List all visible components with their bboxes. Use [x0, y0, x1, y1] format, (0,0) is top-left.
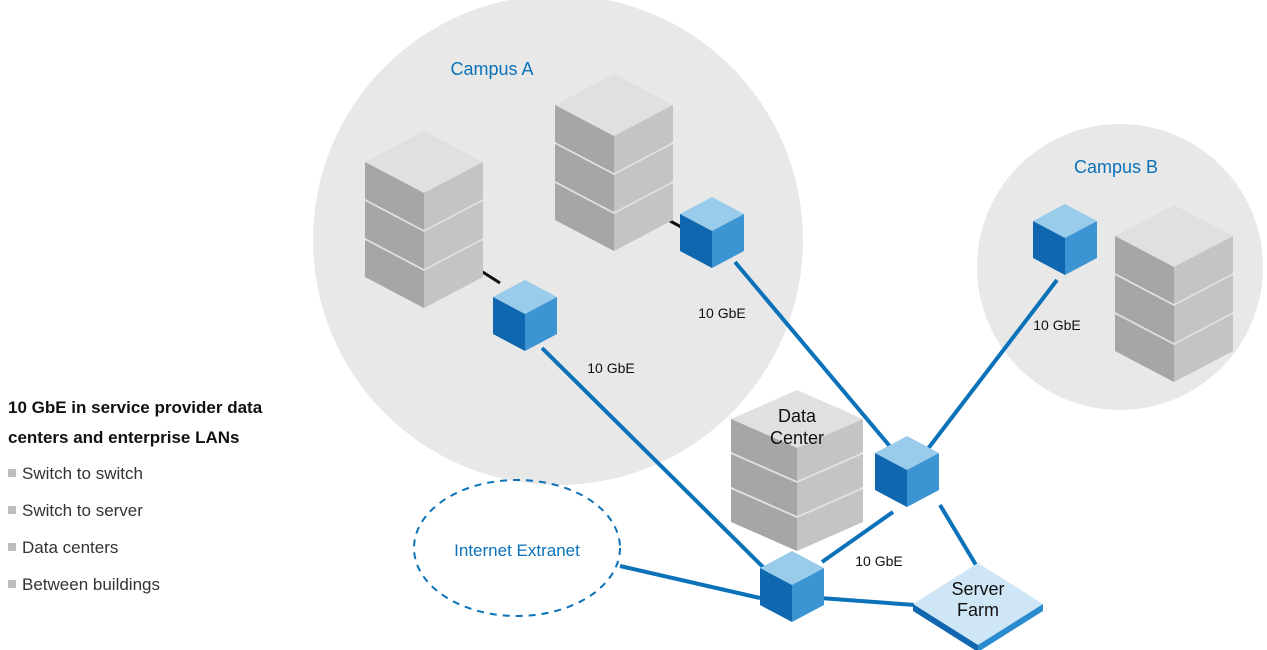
network-links — [540, 260, 1059, 607]
switch-cube-data-center — [875, 436, 939, 507]
switch-cube-campus-a-left — [493, 280, 557, 351]
link-campus-b-to-dc — [925, 278, 1059, 452]
bullet-text: Between buildings — [22, 575, 160, 594]
internet-extranet-cloud — [413, 479, 621, 617]
campus-a-area — [313, 0, 803, 485]
switch-cube-campus-a-right — [680, 197, 744, 268]
server-stack-data-center — [731, 390, 863, 551]
campus-a-label: Campus A — [450, 59, 533, 79]
link-dc-to-core — [820, 510, 895, 564]
switch-cube-campus-b — [1033, 204, 1097, 275]
link-speed-label: 10 GbE — [1033, 317, 1080, 333]
internet-extranet-label: Internet Extranet — [454, 541, 580, 560]
panel-title-line1: 10 GbE in service provider data — [8, 398, 263, 417]
link-campus-a-right-to-dc — [733, 260, 895, 452]
bullet-item: Data centers — [8, 529, 348, 566]
server-stack-campus-a-right — [555, 74, 673, 251]
bullet-text: Switch to switch — [22, 464, 143, 483]
server-farm-label-line2: Farm — [957, 600, 999, 620]
bullet-square-icon — [8, 580, 16, 588]
server-stack-campus-a-left — [365, 131, 483, 308]
data-center-label-line1: Data — [778, 406, 817, 426]
link-extranet-to-core — [619, 564, 761, 600]
campus-b-label: Campus B — [1074, 157, 1158, 177]
server-stack-campus-b — [1115, 205, 1233, 382]
link-campus-a-left-to-core — [540, 346, 768, 572]
bullet-square-icon — [8, 543, 16, 551]
bullet-item: Switch to switch — [8, 455, 348, 492]
bullet-item: Between buildings — [8, 566, 348, 603]
link-dc-to-serverfarm — [938, 503, 978, 567]
panel-title-line2: centers and enterprise LANs — [8, 428, 240, 447]
info-panel: 10 GbE in service provider data centers … — [8, 393, 348, 603]
switch-cube-core — [760, 551, 824, 622]
data-center-label-line2: Center — [770, 428, 824, 448]
link-speed-label: 10 GbE — [587, 360, 634, 376]
bullet-list: Switch to switch Switch to server Data c… — [8, 455, 348, 603]
link-core-to-serverfarm — [819, 596, 916, 607]
bullet-square-icon — [8, 506, 16, 514]
bullet-item: Switch to server — [8, 492, 348, 529]
server-farm-label-line1: Server — [951, 579, 1004, 599]
link-speed-label: 10 GbE — [698, 305, 745, 321]
bullet-text: Switch to server — [22, 501, 143, 520]
server-farm-platform — [913, 563, 1043, 650]
bullet-text: Data centers — [22, 538, 119, 557]
bullet-square-icon — [8, 469, 16, 477]
link-speed-label: 10 GbE — [855, 553, 902, 569]
